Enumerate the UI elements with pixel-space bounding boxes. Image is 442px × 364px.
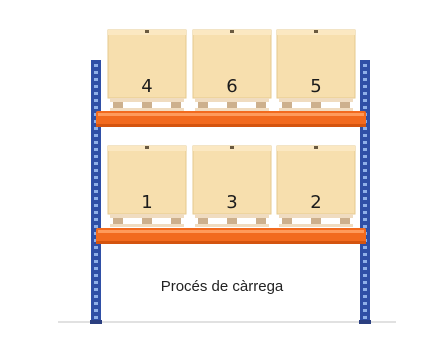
upright-hole bbox=[94, 155, 98, 158]
upright-hole bbox=[94, 267, 98, 270]
upright-hole bbox=[363, 302, 367, 305]
upright-hole bbox=[94, 85, 98, 88]
upright-hole bbox=[94, 288, 98, 291]
upright-hole bbox=[363, 204, 367, 207]
upright-hole bbox=[94, 92, 98, 95]
lower-pallet-right bbox=[279, 214, 353, 227]
lower-pallet-middle bbox=[195, 214, 269, 227]
upright-hole bbox=[363, 176, 367, 179]
upright-hole bbox=[94, 183, 98, 186]
upright-hole bbox=[363, 211, 367, 214]
upright-hole bbox=[363, 127, 367, 130]
upright-hole bbox=[94, 169, 98, 172]
upright-hole bbox=[363, 183, 367, 186]
box-number-2: 2 bbox=[310, 192, 321, 213]
upright-hole bbox=[94, 64, 98, 67]
upright-hole bbox=[363, 246, 367, 249]
lower-pallet-left bbox=[110, 214, 184, 227]
box-number-3: 3 bbox=[226, 192, 237, 213]
upright-hole bbox=[94, 148, 98, 151]
upright-hole bbox=[363, 190, 367, 193]
box-number-5: 5 bbox=[310, 76, 321, 97]
box-number-1: 1 bbox=[141, 192, 152, 213]
upright-hole bbox=[363, 148, 367, 151]
upright-hole bbox=[363, 253, 367, 256]
caption-text: Procés de càrrega bbox=[161, 278, 284, 295]
upright-hole bbox=[363, 85, 367, 88]
upright-hole bbox=[94, 176, 98, 179]
upright-hole bbox=[363, 316, 367, 319]
upper-box-right: 5 bbox=[276, 29, 356, 111]
upright-hole bbox=[363, 260, 367, 263]
upright-hole bbox=[363, 106, 367, 109]
upper-pallet-left bbox=[110, 98, 184, 111]
upright-hole bbox=[363, 134, 367, 137]
upright-hole bbox=[363, 92, 367, 95]
lower-beam bbox=[96, 228, 366, 244]
upright-hole bbox=[94, 260, 98, 263]
upright-hole bbox=[363, 162, 367, 165]
upright-hole bbox=[94, 281, 98, 284]
upright-hole bbox=[363, 71, 367, 74]
lower-box-right: 2 bbox=[276, 145, 356, 227]
upright-hole bbox=[94, 141, 98, 144]
upright-hole bbox=[363, 218, 367, 221]
upper-pallet-middle bbox=[195, 98, 269, 111]
upper-box-middle: 6 bbox=[192, 29, 272, 111]
upper-level: 4 6 bbox=[107, 29, 356, 111]
upright-hole bbox=[94, 309, 98, 312]
upright-hole bbox=[94, 218, 98, 221]
left-upright-holes bbox=[94, 64, 98, 319]
right-upright bbox=[359, 60, 371, 324]
upright-hole bbox=[94, 302, 98, 305]
upright-hole bbox=[363, 281, 367, 284]
upright-hole bbox=[363, 274, 367, 277]
upright-hole bbox=[94, 211, 98, 214]
upright-hole bbox=[94, 197, 98, 200]
upper-box-left: 4 bbox=[107, 29, 187, 111]
upright-hole bbox=[94, 134, 98, 137]
upper-pallet-right bbox=[279, 98, 353, 111]
upper-beam bbox=[96, 111, 366, 127]
lower-box-left: 1 bbox=[107, 145, 187, 227]
upright-hole bbox=[94, 246, 98, 249]
upright-hole bbox=[363, 309, 367, 312]
box-number-4: 4 bbox=[141, 76, 152, 97]
upright-hole bbox=[94, 225, 98, 228]
upright-hole bbox=[363, 169, 367, 172]
upright-hole bbox=[94, 190, 98, 193]
upright-hole bbox=[94, 127, 98, 130]
lower-box-middle: 3 bbox=[192, 145, 272, 227]
upright-hole bbox=[94, 204, 98, 207]
left-upright bbox=[90, 60, 102, 324]
upright-hole bbox=[94, 295, 98, 298]
upright-hole bbox=[363, 64, 367, 67]
upright-hole bbox=[94, 78, 98, 81]
upright-hole bbox=[94, 316, 98, 319]
upright-hole bbox=[363, 295, 367, 298]
upright-hole bbox=[94, 274, 98, 277]
box-number-6: 6 bbox=[226, 76, 237, 97]
upright-hole bbox=[94, 99, 98, 102]
upright-hole bbox=[363, 155, 367, 158]
upright-hole bbox=[363, 78, 367, 81]
upright-hole bbox=[94, 106, 98, 109]
upright-hole bbox=[94, 253, 98, 256]
upright-hole bbox=[363, 267, 367, 270]
upright-hole bbox=[363, 197, 367, 200]
upright-hole bbox=[363, 99, 367, 102]
upright-hole bbox=[94, 71, 98, 74]
upright-hole bbox=[363, 288, 367, 291]
upright-hole bbox=[94, 162, 98, 165]
upright-hole bbox=[363, 141, 367, 144]
lower-level: 1 3 2 bbox=[107, 145, 356, 227]
upright-hole bbox=[363, 225, 367, 228]
